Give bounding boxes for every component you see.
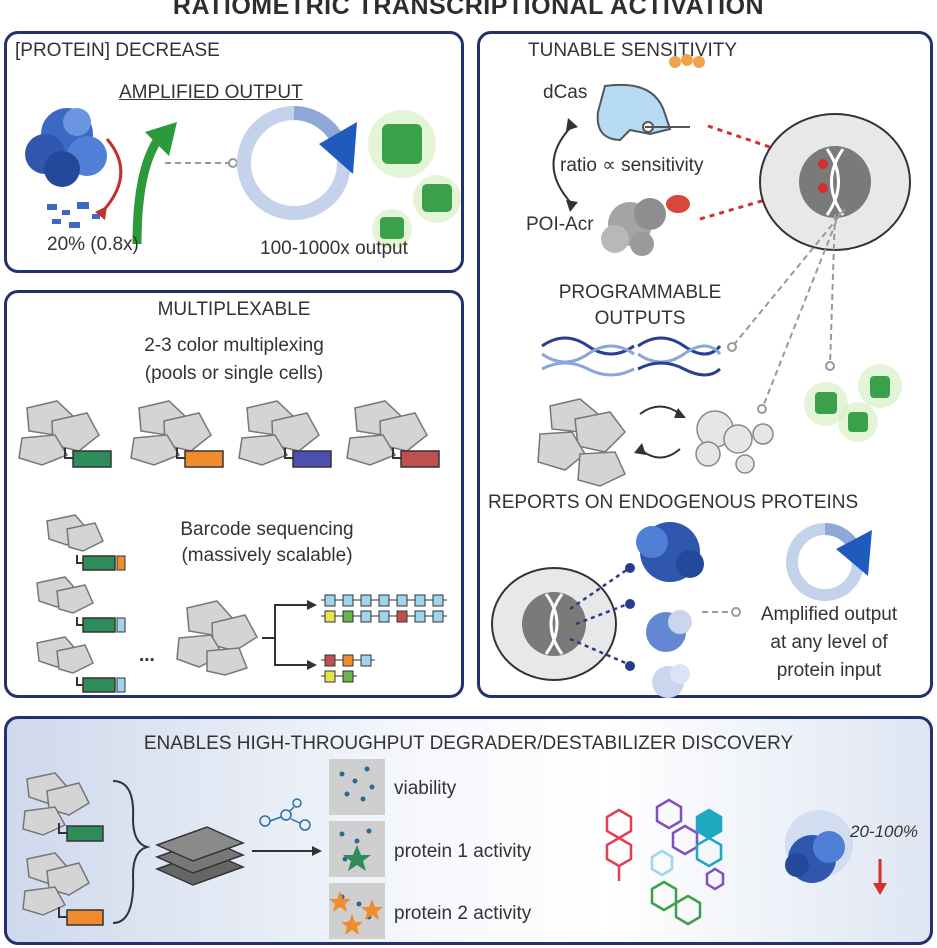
barcode-block [342,594,354,607]
dcas-label: dCas [543,82,588,103]
reporter-gene-orange [184,450,224,468]
discovery-panel: ENABLES HIGH-THROUGHPUT DEGRADER/DESTABI… [4,716,933,945]
tunable-sensitivity-panel: TUNABLE SENSITIVITY [477,31,933,698]
plate-stack-icon [154,826,246,886]
pooled-cell-group [176,600,258,676]
multiplexable-heading: MULTIPLEXABLE [157,299,311,320]
barcode-block [342,610,354,623]
poi-acr-icon [601,195,690,256]
discovery-graphics [22,759,887,939]
compound-icons-small [259,798,311,831]
multiplex-sub-1: 2-3 color multiplexing [144,335,324,356]
barcode-block [432,610,444,623]
circular-output-icon-2 [786,523,872,601]
barcode-block [324,610,336,623]
ratio-label: ratio ∝ sensitivity [560,155,704,176]
protein-cluster-icon [25,108,107,187]
barcode-block [324,670,336,683]
amplified-label-2: at any level of [770,632,888,653]
readout-protein-2: protein 2 activity [394,903,532,924]
barcode-reads-graphic [321,594,447,683]
circular-output-icon [237,106,357,220]
barcode-cell-groups [36,514,104,674]
barcode-block [324,654,336,667]
amplified-output-label: AMPLIFIED OUTPUT [119,82,303,103]
barcode-block [342,654,354,667]
degradation-percent-label: 20-100% [850,822,919,841]
barcode-block [360,594,372,607]
ellipsis-label: ... [139,645,155,666]
barcode-block [414,610,426,623]
reporter-gene-red [400,450,440,468]
cell-group-3 [238,400,320,466]
amplified-label-3: protein input [776,660,882,681]
barcode-heading-1: Barcode sequencing [180,519,354,540]
screen-cell-group-2 [22,852,90,916]
green-protein-icons-2 [804,364,902,442]
readout-viability: viability [394,778,457,799]
barcode-block [324,594,336,607]
protein-decrease-panel: [PROTEIN] DECREASE AMPLIFIED OUTPUT [4,31,464,273]
barcode-block [378,594,390,607]
barcode-block [342,670,354,683]
reports-heading: REPORTS ON ENDOGENOUS PROTEINS [488,492,859,513]
barcode-block [360,610,372,623]
barcode-block [396,594,408,607]
decrease-value-label: 20% (0.8x) [47,234,139,255]
dcas-icon [596,54,705,142]
barcode-block [432,594,444,607]
protein-fragments-icon [47,202,100,228]
reporter-cell-icon [491,567,617,681]
barcode-block [360,654,372,667]
cell-group-2 [130,400,212,466]
cell-group-1 [18,400,100,466]
readout-protein-1: protein 1 activity [394,841,532,862]
barcode-block [396,610,408,623]
amplify-arrow-icon [132,131,166,245]
tunable-graphics [491,54,911,698]
dying-cell-icon [695,410,774,474]
poi-acr-label: POI-Acr [526,214,594,235]
barcode-block [378,610,390,623]
barcode-block [414,594,426,607]
dna-strands-icon [541,336,722,377]
figure-title: RATIOMETRIC TRANSCRIPTIONAL ACTIVATION [172,0,765,20]
programmable-heading-2: OUTPUTS [594,308,686,329]
multiplex-sub-2: (pools or single cells) [144,363,324,384]
compound-icons-large [605,798,725,926]
cell-group-4 [346,400,428,466]
reporter-gene-blue [292,450,332,468]
green-protein-icons [368,110,461,249]
protein-level-icons [636,522,704,698]
amplified-label-1: Amplified output [760,604,898,625]
activity-stars-orange [329,891,383,935]
multiplexable-panel: MULTIPLEXABLE 2-3 color multiplexing (po… [4,290,464,698]
protein-decrease-graphics [25,106,461,249]
multiplex-graphics [18,400,440,693]
cell-cluster-icon [537,398,626,487]
output-value-label: 100-1000x output [260,238,408,259]
programmable-heading-1: PROGRAMMABLE [558,282,722,303]
decrease-arrow-icon [100,138,123,214]
protein-decrease-heading: [PROTEIN] DECREASE [15,40,220,61]
discovery-heading: ENABLES HIGH-THROUGHPUT DEGRADER/DESTABI… [143,733,794,754]
degraded-protein-icon [785,810,853,883]
reporter-gene-green [72,450,112,468]
screen-cell-group-1 [22,772,90,836]
activity-star-green [343,845,371,871]
barcode-heading-2: (massively scalable) [181,545,353,566]
cell-dna-icon [759,113,911,251]
